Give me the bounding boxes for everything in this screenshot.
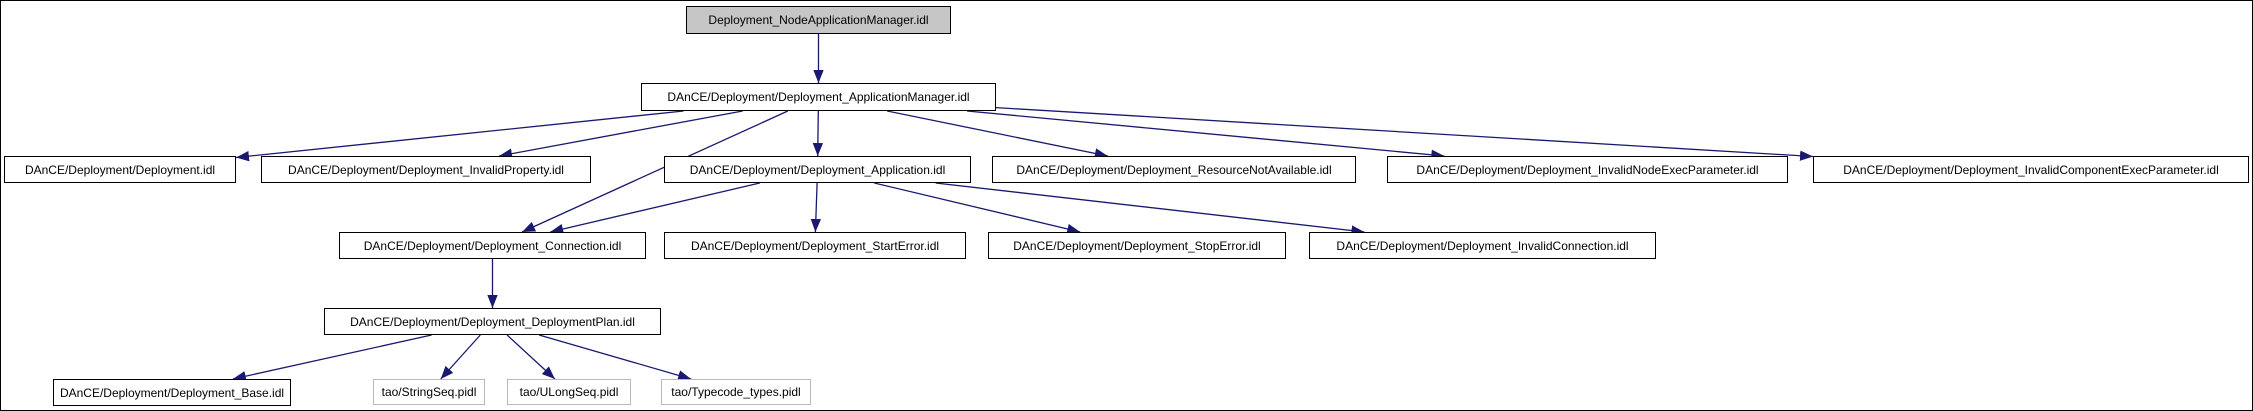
graph-node-label: DAnCE/Deployment/Deployment_Base.idl xyxy=(59,385,285,400)
graph-node-label: DAnCE/Deployment/Deployment_StartError.i… xyxy=(690,238,940,253)
graph-node-label: tao/Typecode_types.pidl xyxy=(671,385,801,399)
graph-node-label: DAnCE/Deployment/Deployment.idl xyxy=(24,162,216,177)
include-edge-appmgr-to-invalidnodeexec xyxy=(966,110,1445,160)
graph-node-base[interactable]: DAnCE/Deployment/Deployment_Base.idl xyxy=(53,379,291,406)
graph-node-stoperror[interactable]: DAnCE/Deployment/Deployment_StopError.id… xyxy=(988,232,1286,259)
graph-node-label: Deployment_NodeApplicationManager.idl xyxy=(708,13,929,27)
graph-node-deployment[interactable]: DAnCE/Deployment/Deployment.idl xyxy=(4,156,236,183)
graph-node-label: DAnCE/Deployment/Deployment_ApplicationM… xyxy=(667,90,970,104)
include-edge-appmgr-to-invalidcomponentexec xyxy=(995,106,1814,161)
include-edge-appmgr-to-connection xyxy=(521,110,789,233)
graph-node-root: Deployment_NodeApplicationManager.idl xyxy=(686,6,951,34)
include-edge-deploymentplan-to-typecode xyxy=(538,334,692,381)
include-edge-application-to-connection xyxy=(550,182,760,235)
graph-node-invalidconnection[interactable]: DAnCE/Deployment/Deployment_InvalidConne… xyxy=(1309,232,1656,259)
graph-node-application[interactable]: DAnCE/Deployment/Deployment_Application.… xyxy=(664,156,971,183)
include-edge-appmgr-to-deployment xyxy=(235,110,684,162)
graph-node-appmgr[interactable]: DAnCE/Deployment/Deployment_ApplicationM… xyxy=(641,83,996,111)
graph-node-resourcenotavailable[interactable]: DAnCE/Deployment/Deployment_ResourceNotA… xyxy=(992,156,1356,183)
graph-node-label: DAnCE/Deployment/Deployment_InvalidNodeE… xyxy=(1416,162,1759,177)
graph-node-starterror[interactable]: DAnCE/Deployment/Deployment_StartError.i… xyxy=(664,232,966,259)
include-edge-appmgr-to-application xyxy=(812,110,824,157)
graph-node-stringseq[interactable]: tao/StringSeq.pidl xyxy=(373,379,485,405)
graph-node-invalidnodeexec[interactable]: DAnCE/Deployment/Deployment_InvalidNodeE… xyxy=(1387,156,1788,183)
graph-node-label: DAnCE/Deployment/Deployment_DeploymentPl… xyxy=(350,314,635,329)
graph-node-ulongseq[interactable]: tao/ULongSeq.pidl xyxy=(507,379,631,405)
graph-node-label: DAnCE/Deployment/Deployment_Application.… xyxy=(689,162,946,177)
graph-node-label: tao/ULongSeq.pidl xyxy=(519,385,619,399)
include-edge-deploymentplan-to-stringseq xyxy=(440,334,481,380)
graph-node-invalidproperty[interactable]: DAnCE/Deployment/Deployment_InvalidPrope… xyxy=(261,156,591,183)
graph-node-label: DAnCE/Deployment/Deployment_Connection.i… xyxy=(363,238,622,253)
include-edge-application-to-invalidconnection xyxy=(935,182,1365,236)
include-edge-deploymentplan-to-ulongseq xyxy=(506,334,556,380)
include-edge-deploymentplan-to-base xyxy=(232,334,432,382)
include-edge-appmgr-to-invalidproperty xyxy=(498,110,743,159)
graph-node-invalidcomponentexec[interactable]: DAnCE/Deployment/Deployment_InvalidCompo… xyxy=(1813,156,2249,183)
include-edge-appmgr-to-resourcenotavailable xyxy=(886,110,1108,159)
graph-node-connection[interactable]: DAnCE/Deployment/Deployment_Connection.i… xyxy=(339,232,646,259)
graph-node-label: DAnCE/Deployment/Deployment_InvalidPrope… xyxy=(288,162,564,177)
graph-node-typecode[interactable]: tao/Typecode_types.pidl xyxy=(661,379,811,405)
graph-node-label: DAnCE/Deployment/Deployment_InvalidCompo… xyxy=(1843,162,2219,177)
include-edge-application-to-stoperror xyxy=(874,182,1081,235)
graph-node-label: DAnCE/Deployment/Deployment_InvalidConne… xyxy=(1336,238,1629,253)
graph-node-deploymentplan[interactable]: DAnCE/Deployment/Deployment_DeploymentPl… xyxy=(324,308,661,335)
graph-node-label: DAnCE/Deployment/Deployment_ResourceNotA… xyxy=(1016,162,1332,177)
include-edge-application-to-starterror xyxy=(810,182,822,233)
graph-node-label: DAnCE/Deployment/Deployment_StopError.id… xyxy=(1013,238,1261,253)
graph-node-label: tao/StringSeq.pidl xyxy=(381,385,477,399)
